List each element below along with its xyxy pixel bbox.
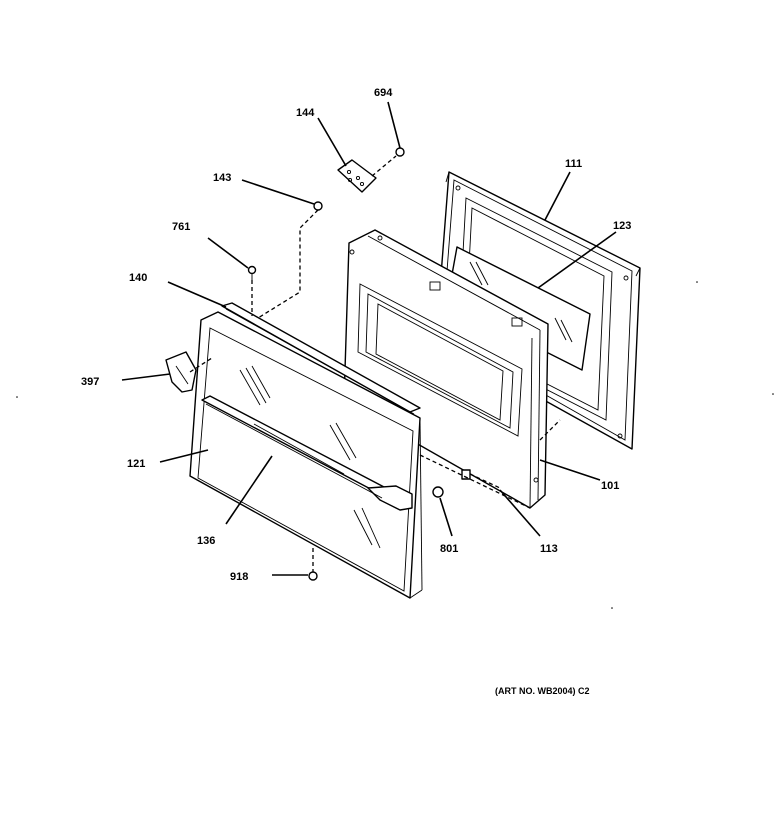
callout-918: 918	[230, 571, 248, 583]
callout-101: 101	[601, 480, 619, 492]
part-140-top-trim	[221, 302, 421, 415]
part-918-screw	[308, 571, 318, 581]
callout-labels: 694 144 143 111 123 761 140 397 121 101 …	[81, 87, 631, 696]
callout-140: 140	[129, 272, 147, 284]
part-694-screw	[395, 147, 405, 157]
callout-113: 113	[540, 543, 558, 555]
assembly-lines	[189, 155, 561, 572]
callout-801: 801	[440, 543, 458, 555]
part-144-mounting-bracket	[337, 159, 377, 193]
part-397-hinge-bracket	[165, 351, 197, 393]
callout-761: 761	[172, 221, 190, 233]
callout-136: 136	[197, 535, 215, 547]
callout-143: 143	[213, 172, 231, 184]
part-143-screw	[313, 201, 323, 211]
part-801-screw	[432, 469, 471, 498]
scan-specks	[16, 281, 774, 609]
leader-lines	[121, 101, 617, 576]
art-number: (ART NO. WB2004) C2	[495, 686, 590, 696]
part-761-screw	[247, 265, 257, 280]
part-101-door-liner	[343, 229, 549, 509]
callout-144: 144	[296, 107, 315, 119]
part-136-door-handle	[201, 395, 413, 511]
callout-111: 111	[565, 158, 582, 170]
callout-121: 121	[127, 458, 145, 470]
callout-123: 123	[613, 220, 631, 232]
callout-397: 397	[81, 376, 99, 388]
callout-694: 694	[374, 87, 393, 99]
